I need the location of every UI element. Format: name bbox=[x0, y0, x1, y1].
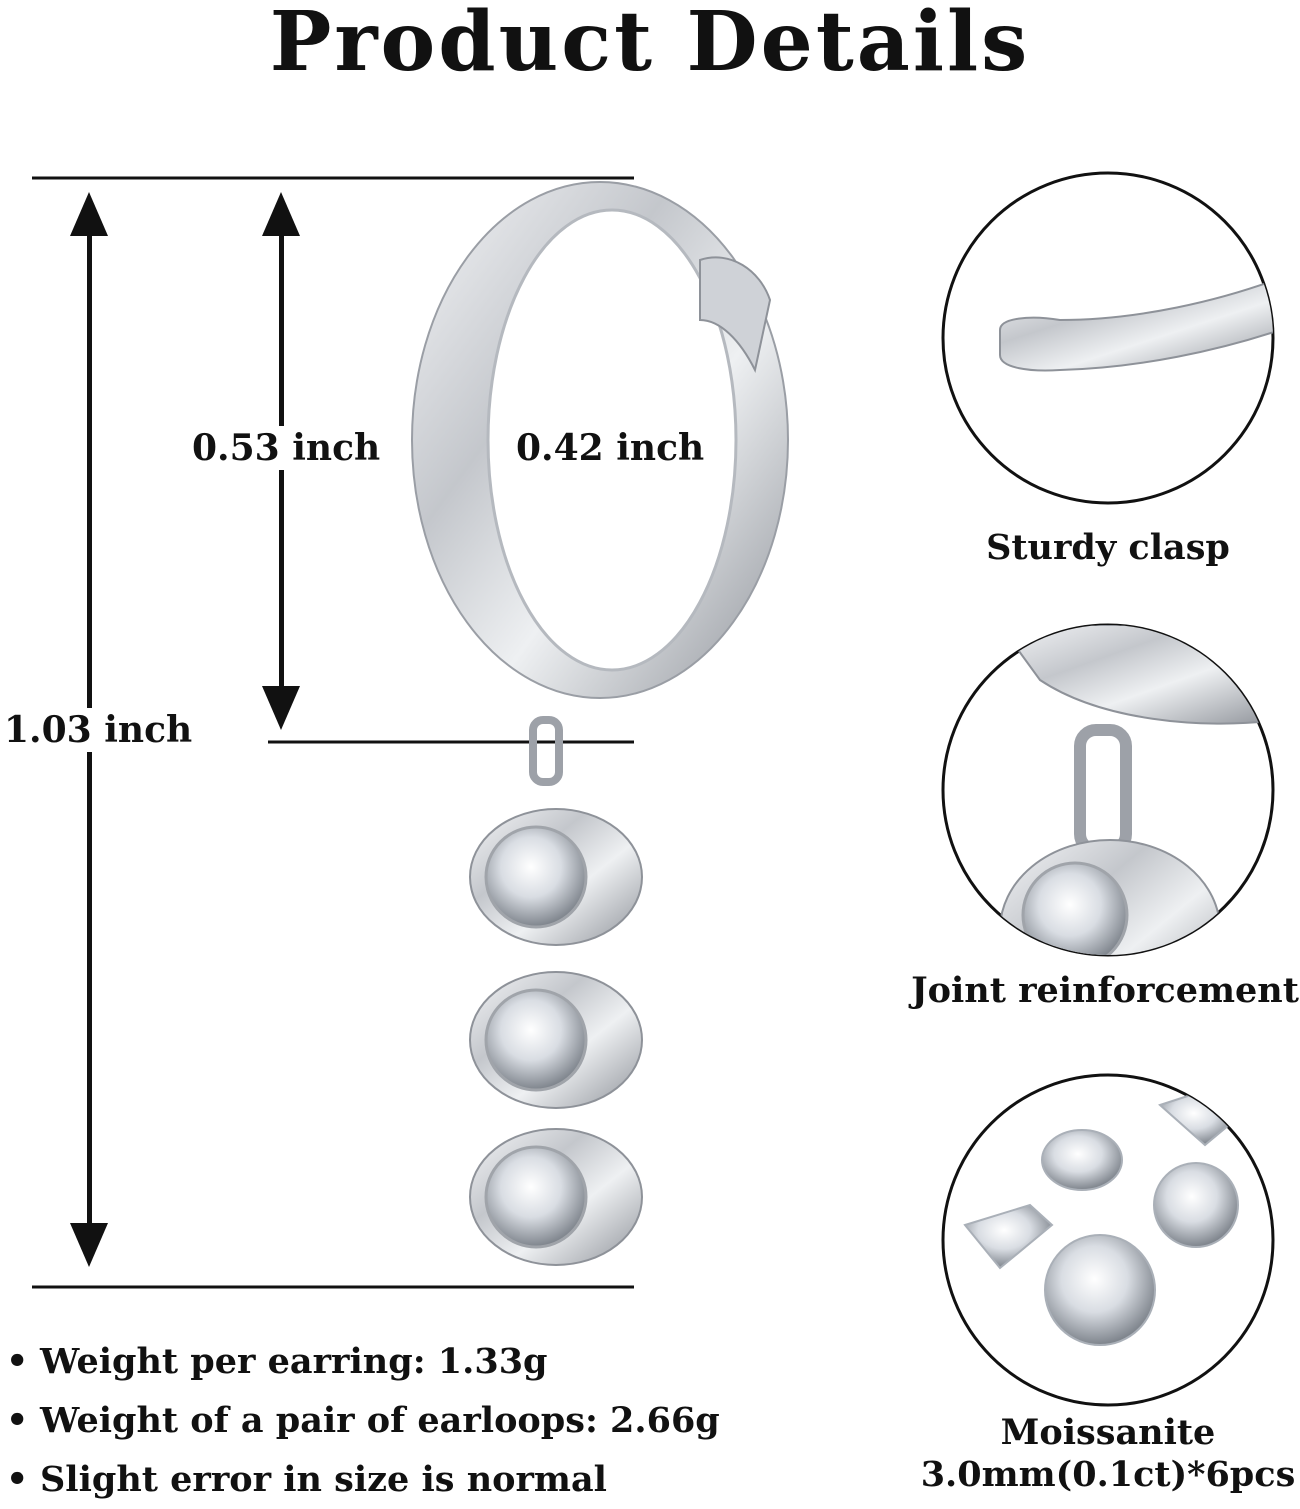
hoop-outer-label: 0.53 inch bbox=[188, 426, 385, 470]
spec-item: •Weight of a pair of earloops: 2.66g bbox=[0, 1391, 720, 1450]
pendant-stones bbox=[469, 808, 643, 1266]
feature-sublabel-moissanite: 3.0mm(0.1ct)*6pcs bbox=[920, 1454, 1296, 1495]
stone-1 bbox=[484, 825, 588, 929]
total-height-label: 1.03 inch bbox=[0, 708, 197, 752]
page-title: Product Details bbox=[269, 0, 1031, 90]
joint-closeup-icon bbox=[941, 623, 1275, 957]
gemstones-closeup-icon bbox=[941, 1073, 1275, 1407]
hoop-hinge bbox=[699, 256, 772, 373]
bullet-icon: • bbox=[6, 1341, 29, 1382]
stone-3 bbox=[484, 1145, 588, 1249]
stone-2 bbox=[484, 988, 588, 1092]
earring bbox=[411, 181, 789, 1266]
spec-item: •Weight per earring: 1.33g bbox=[0, 1332, 720, 1391]
feature-label-joint-reinforcement: Joint reinforcement bbox=[911, 970, 1299, 1011]
pendant-connector bbox=[529, 716, 563, 786]
dimension-lines bbox=[32, 176, 634, 1289]
bullet-icon: • bbox=[6, 1400, 29, 1441]
outer-arrow-top bbox=[262, 192, 300, 236]
spec-list: •Weight per earring: 1.33g •Weight of a … bbox=[0, 1332, 720, 1509]
feature-label-moissanite: Moissanite bbox=[1000, 1412, 1216, 1453]
bullet-icon: • bbox=[6, 1459, 29, 1500]
total-height-arrow-bottom bbox=[70, 1223, 108, 1267]
outer-arrow-bottom bbox=[262, 686, 300, 730]
clasp-closeup-icon bbox=[941, 171, 1275, 505]
total-height-arrow-top bbox=[70, 192, 108, 236]
feature-label-sturdy-clasp: Sturdy clasp bbox=[986, 527, 1230, 568]
hoop-inner-label: 0.42 inch bbox=[512, 426, 709, 470]
spec-item: •Slight error in size is normal bbox=[0, 1450, 720, 1509]
